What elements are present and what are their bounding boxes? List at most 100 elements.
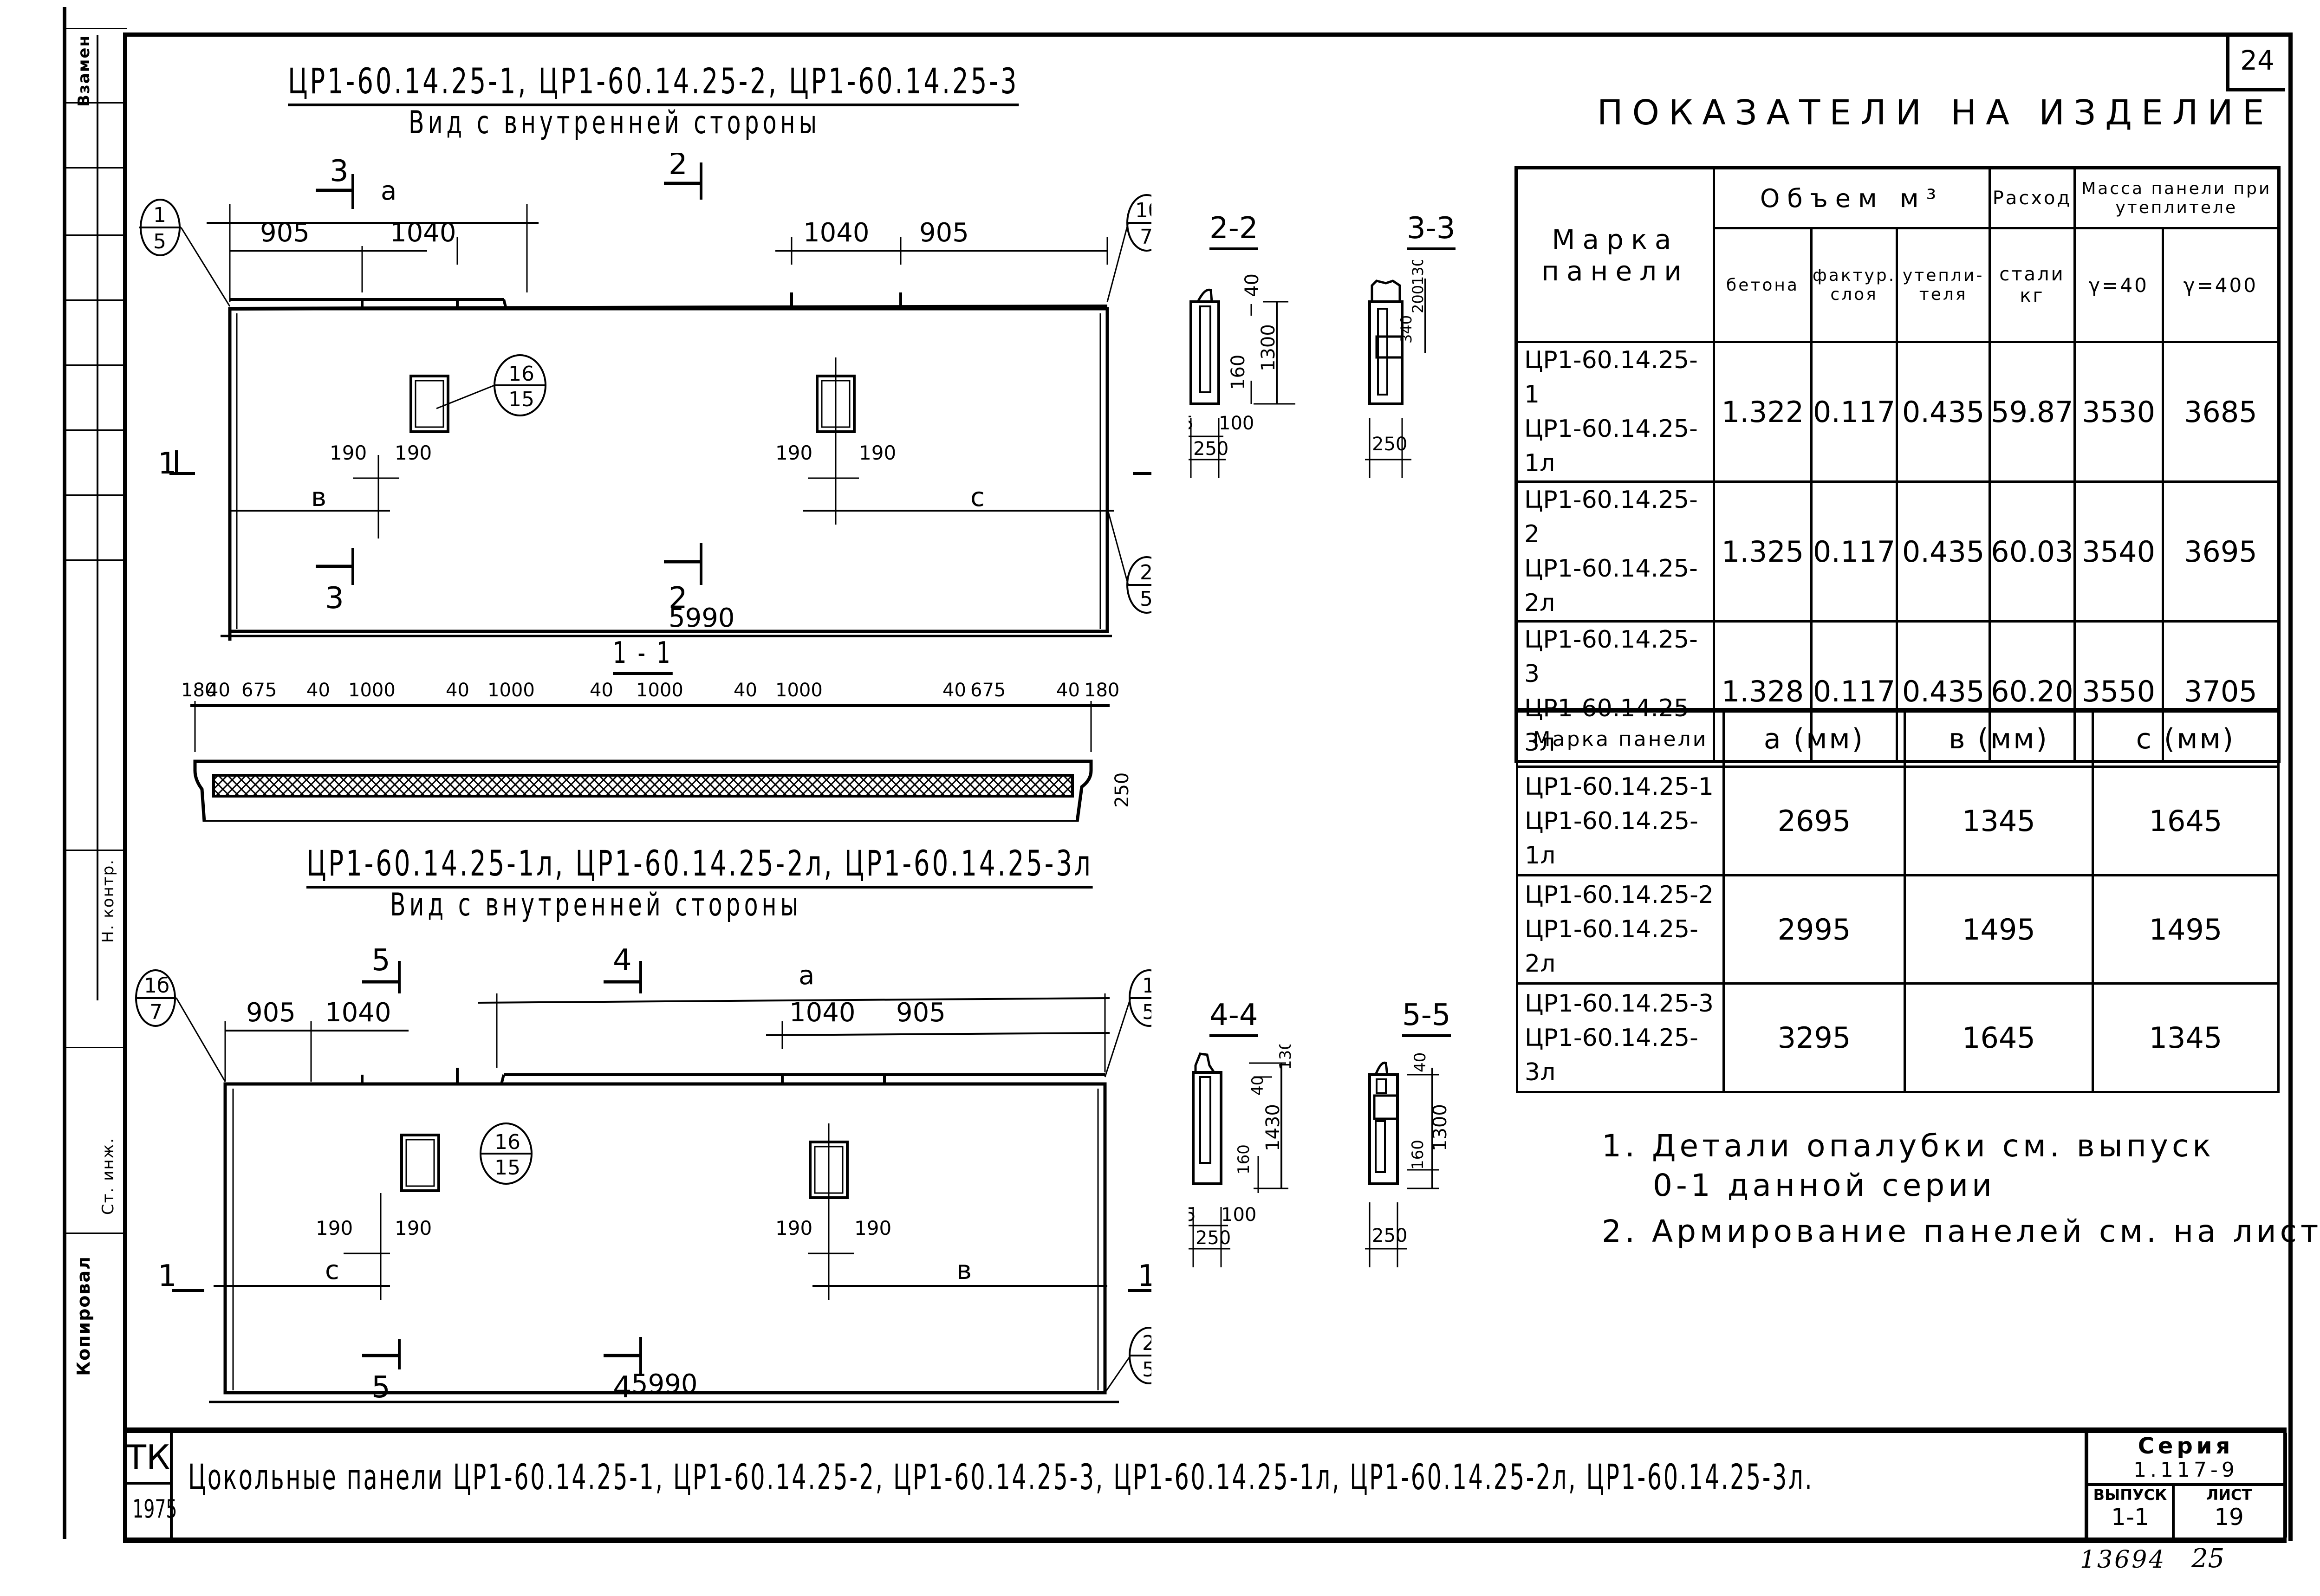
header-mark: Марка панели xyxy=(1515,167,1715,343)
callout-text: 7 xyxy=(149,1000,162,1024)
header-steel-bottom: стали кг xyxy=(1989,227,2076,343)
callout-text: 7 xyxy=(1140,225,1151,249)
section-3-3-label: 3-3 xyxy=(1407,211,1456,250)
dim: 250 xyxy=(1372,434,1407,455)
dim: 100 xyxy=(1221,1204,1256,1226)
section-mark: 4 xyxy=(613,943,632,978)
dim: 75 xyxy=(1189,413,1194,434)
year-label: 1975 xyxy=(132,1494,177,1524)
mark-line: ЦР1-60.14.25-1 xyxy=(1525,772,1714,801)
dim-c: с xyxy=(970,482,985,513)
dim: 250 xyxy=(1372,1225,1407,1246)
header-mass: Масса панели при утеплителе xyxy=(2073,167,2281,229)
dim-b: в xyxy=(956,1255,972,1285)
footer-number-right: 25 xyxy=(2191,1544,2225,1574)
stamp-label-0: Н. контр. xyxy=(99,859,117,943)
bottom-panel-elevation: а 905 1040 1040 905 с в 5990 190 190 190… xyxy=(135,943,1151,1405)
series-value: 1.117-9 xyxy=(2133,1458,2238,1482)
header-concrete: бетона xyxy=(1713,227,1813,343)
sheet-label: Лист xyxy=(2206,1486,2252,1504)
dim-190: 190 xyxy=(395,1217,432,1239)
dim: 1430 xyxy=(1262,1104,1284,1151)
callout-text: 1б xyxy=(144,974,169,998)
dim: 1000 xyxy=(348,682,396,701)
cell-steel: 59.87 xyxy=(1989,341,2076,483)
sections-4-4-5-5: 130 40 1430 160 75 100 250 40 1300 160 2… xyxy=(1189,1045,1451,1267)
dim-a: а xyxy=(381,176,396,206)
dim: 40 xyxy=(942,682,966,701)
callout-text: 15 xyxy=(508,388,534,411)
callout-text: 1 xyxy=(153,203,166,227)
dim: 1000 xyxy=(775,682,823,701)
mark-line: ЦР1-60.14.25-2 xyxy=(1524,486,1698,548)
dim: 75 xyxy=(1189,1204,1196,1226)
header-insulation: утепли-теля xyxy=(1896,227,1991,343)
header-gamma-40: γ=40 xyxy=(2073,227,2164,343)
dim-190: 190 xyxy=(316,1217,353,1239)
dim-length: 5990 xyxy=(669,603,735,633)
dim: 40 xyxy=(1248,1076,1267,1096)
mark-line: ЦР1-60.14.25-1 xyxy=(1524,346,1698,409)
section-mark: 4 xyxy=(613,1370,632,1405)
section-mark: 1 xyxy=(158,447,177,481)
dim: 40 xyxy=(590,682,613,701)
sections-2-2-3-3: 40 1300 160 75 100 250 130 200 340 250 xyxy=(1189,260,1427,478)
bottom-drawing-subtitle: Вид с внутренней стороны xyxy=(390,887,802,923)
cell-insulation: 0.435 xyxy=(1896,341,1991,483)
dim-190: 190 xyxy=(859,441,896,464)
dim-190: 190 xyxy=(330,441,367,464)
dim: 1300 xyxy=(1258,324,1279,371)
dim-190: 190 xyxy=(395,441,432,464)
replaces-label: Взамен xyxy=(75,35,93,107)
dim: 675 xyxy=(970,682,1006,701)
cell-c: 1645 xyxy=(2092,766,2280,876)
dim: 340 xyxy=(1397,315,1415,344)
top-drawing-title: ЦР1-60.14.25-1, ЦР1-60.14.25-2, ЦР1-60.1… xyxy=(288,60,1019,106)
sheet-value: 19 xyxy=(2214,1504,2244,1531)
dim: 130 xyxy=(1276,1045,1295,1070)
dim-1040-left: 1040 xyxy=(390,218,456,248)
cell-steel: 60.03 xyxy=(1989,480,2076,623)
cell-insulation: 0.435 xyxy=(1896,480,1991,623)
dim: 40 xyxy=(1241,273,1263,297)
note-1-cont: 0-1 данной серии xyxy=(1653,1168,1995,1203)
dim: 1000 xyxy=(487,682,535,701)
issue-label: Выпуск xyxy=(2093,1486,2167,1504)
dim-905-left: 905 xyxy=(246,998,296,1028)
copied-label: Копировал xyxy=(73,1256,94,1376)
cell-g40: 3540 xyxy=(2073,480,2164,623)
dim: 40 xyxy=(1056,682,1080,701)
section-mark: 1 xyxy=(1137,1259,1151,1293)
header-b: в (мм) xyxy=(1904,709,2094,768)
header-facing: фактур. слоя xyxy=(1810,227,1898,343)
cell-c: 1345 xyxy=(2092,982,2280,1093)
cell-a: 2995 xyxy=(1722,874,1906,985)
dim-1040-right: 1040 xyxy=(803,218,870,248)
dim: 250 xyxy=(1196,1227,1231,1249)
section-5-5-label: 5-5 xyxy=(1402,998,1451,1037)
dim: 160 xyxy=(1409,1140,1427,1170)
dim: 40 xyxy=(306,682,330,701)
header-mark: Марка панели xyxy=(1516,709,1725,768)
cell-b: 1345 xyxy=(1904,766,2094,876)
section-mark: 3 xyxy=(330,154,349,188)
dim-b: в xyxy=(311,482,326,513)
cell-a: 2695 xyxy=(1722,766,1906,876)
mark-line: ЦР1-60.14.25-1л xyxy=(1525,807,1698,869)
section-mark: 2 xyxy=(669,153,688,182)
dim-905-right: 905 xyxy=(919,218,969,248)
dim: 250 xyxy=(1193,438,1228,460)
stamp-label-1: Ст. инж. xyxy=(99,1137,117,1215)
dim-length: 5990 xyxy=(631,1369,698,1399)
cell-facing: 0.117 xyxy=(1810,480,1898,623)
org-label: ТК xyxy=(126,1433,170,1485)
callout-text: 1 xyxy=(1142,974,1151,998)
header-a: а (мм) xyxy=(1722,709,1906,768)
cell-g400: 3685 xyxy=(2161,341,2281,483)
